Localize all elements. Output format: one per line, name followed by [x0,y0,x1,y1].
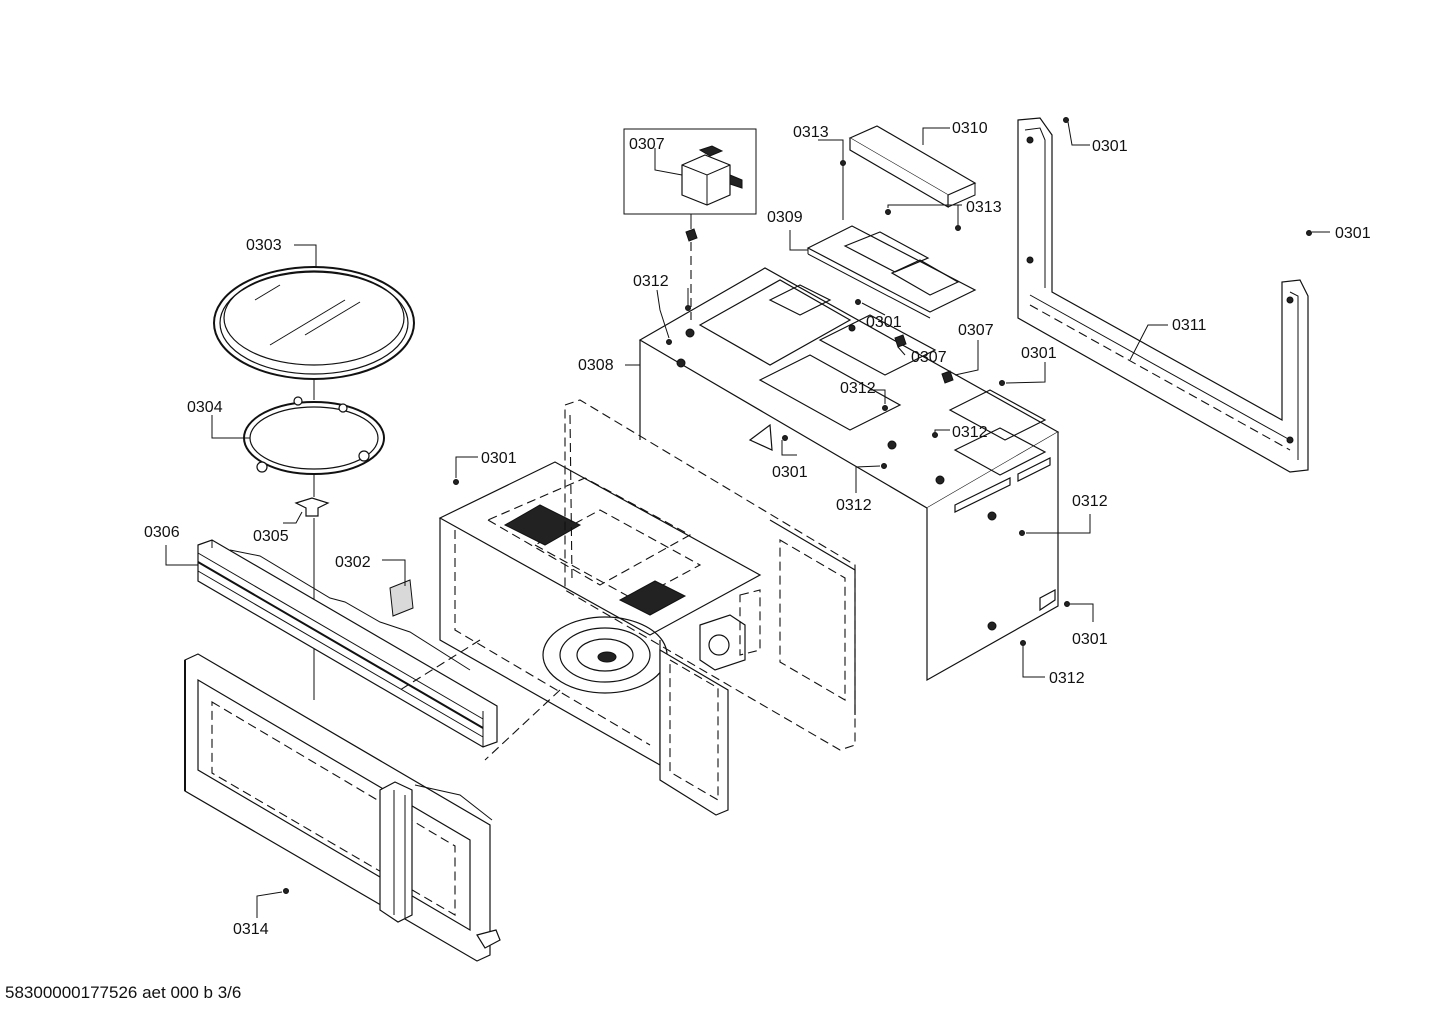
label-0307-box: 0307 [629,136,665,153]
label-0301-side: 0301 [1072,631,1108,648]
label-0312-d: 0312 [836,497,872,514]
label-0308: 0308 [578,357,614,374]
label-0307-b: 0307 [958,322,994,339]
cavity-frame [438,399,856,816]
screws [283,117,1312,894]
label-0312-b: 0312 [840,380,876,397]
label-0305: 0305 [253,528,289,545]
label-0312-f: 0312 [1049,670,1085,687]
label-0302: 0302 [335,554,371,571]
part-labels: 0303 0304 0305 0306 0302 0314 0308 0301 … [144,120,1371,938]
label-0301-right: 0301 [1021,345,1057,362]
label-0312-a: 0312 [633,273,669,290]
clip-b [894,334,907,348]
label-0309: 0309 [767,209,803,226]
clip-c [941,370,954,384]
label-0313-b: 0313 [966,199,1002,216]
label-0304: 0304 [187,399,223,416]
filter [848,125,977,209]
waveguide-cover [389,579,414,617]
label-0301-mid: 0301 [772,464,808,481]
label-0313-a: 0313 [793,124,829,141]
mounting-plate [806,225,977,319]
mounting-bracket [1017,117,1309,473]
inset-part [681,145,743,206]
inset-detail-box [623,128,757,215]
label-0301-bracket-top: 0301 [1092,138,1128,155]
label-0301-center: 0301 [481,450,517,467]
label-0301-bracket-right: 0301 [1335,225,1371,242]
document-id: 58300000177526 aet 000 b 3/6 [5,983,241,1002]
label-0312-e: 0312 [1072,493,1108,510]
label-0314: 0314 [233,921,269,938]
outer-case [638,267,1060,682]
control-panel-bar [197,539,498,748]
label-0303: 0303 [246,237,282,254]
label-0306: 0306 [144,524,180,541]
glass-tray [213,266,415,380]
door [184,653,501,962]
turntable-coupler [294,497,330,517]
label-0312-c: 0312 [952,424,988,441]
clip [685,228,698,242]
label-0310: 0310 [952,120,988,137]
label-0301-top: 0301 [866,314,902,331]
roller-ring [243,396,385,475]
label-0311: 0311 [1172,317,1207,334]
label-0307-a: 0307 [911,349,947,366]
leader-lines [165,121,1330,918]
